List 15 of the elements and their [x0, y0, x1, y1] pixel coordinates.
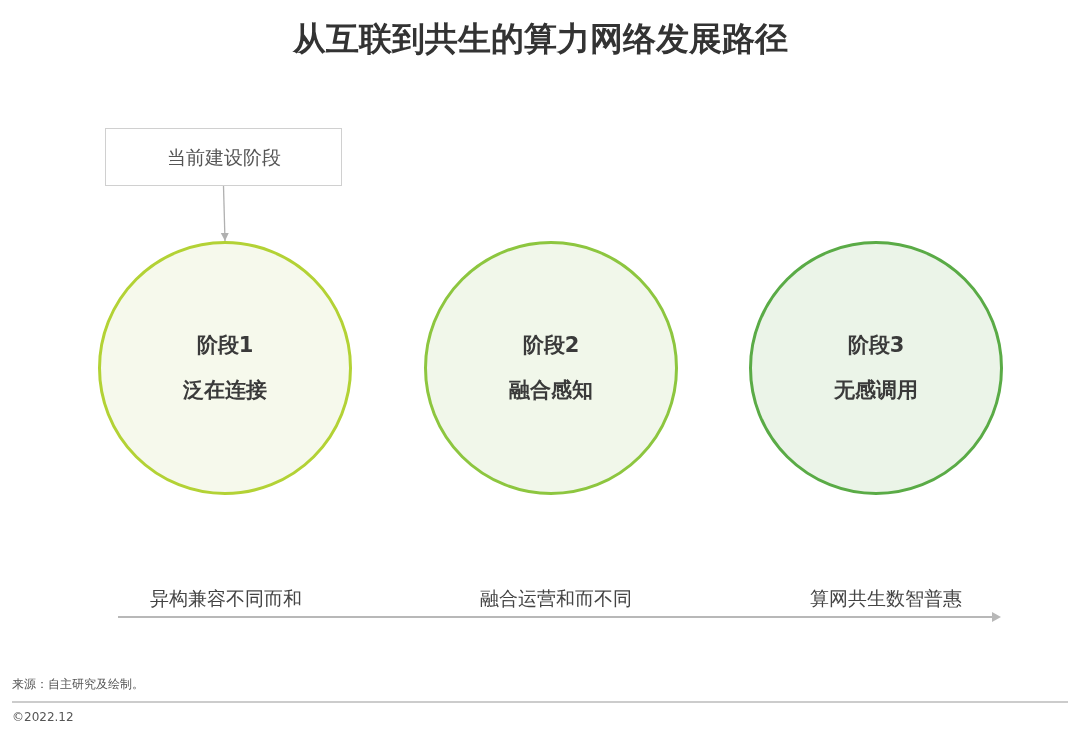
- timeline-label: 异构兼容不同而和: [150, 586, 302, 611]
- stage-name: 泛在连接: [183, 377, 267, 404]
- stage-number: 阶段1: [196, 331, 254, 359]
- stage-number: 阶段2: [522, 331, 580, 359]
- stage-number: 阶段3: [847, 331, 905, 359]
- callout-text: 当前建设阶段: [166, 144, 281, 170]
- callout-box: [105, 128, 342, 186]
- title: 从互联到共生的算力网络发展路径: [291, 18, 789, 60]
- source-note: 来源：自主研究及绘制。: [12, 676, 144, 693]
- stage-name: 融合感知: [509, 377, 593, 404]
- copyright-note: ©2022.12: [12, 709, 74, 726]
- arrow: [220, 185, 229, 242]
- timeline-label: 算网共生数智普惠: [810, 586, 962, 611]
- stage-name: 无感调用: [834, 377, 918, 404]
- timeline-label: 融合运营和而不同: [480, 586, 632, 611]
